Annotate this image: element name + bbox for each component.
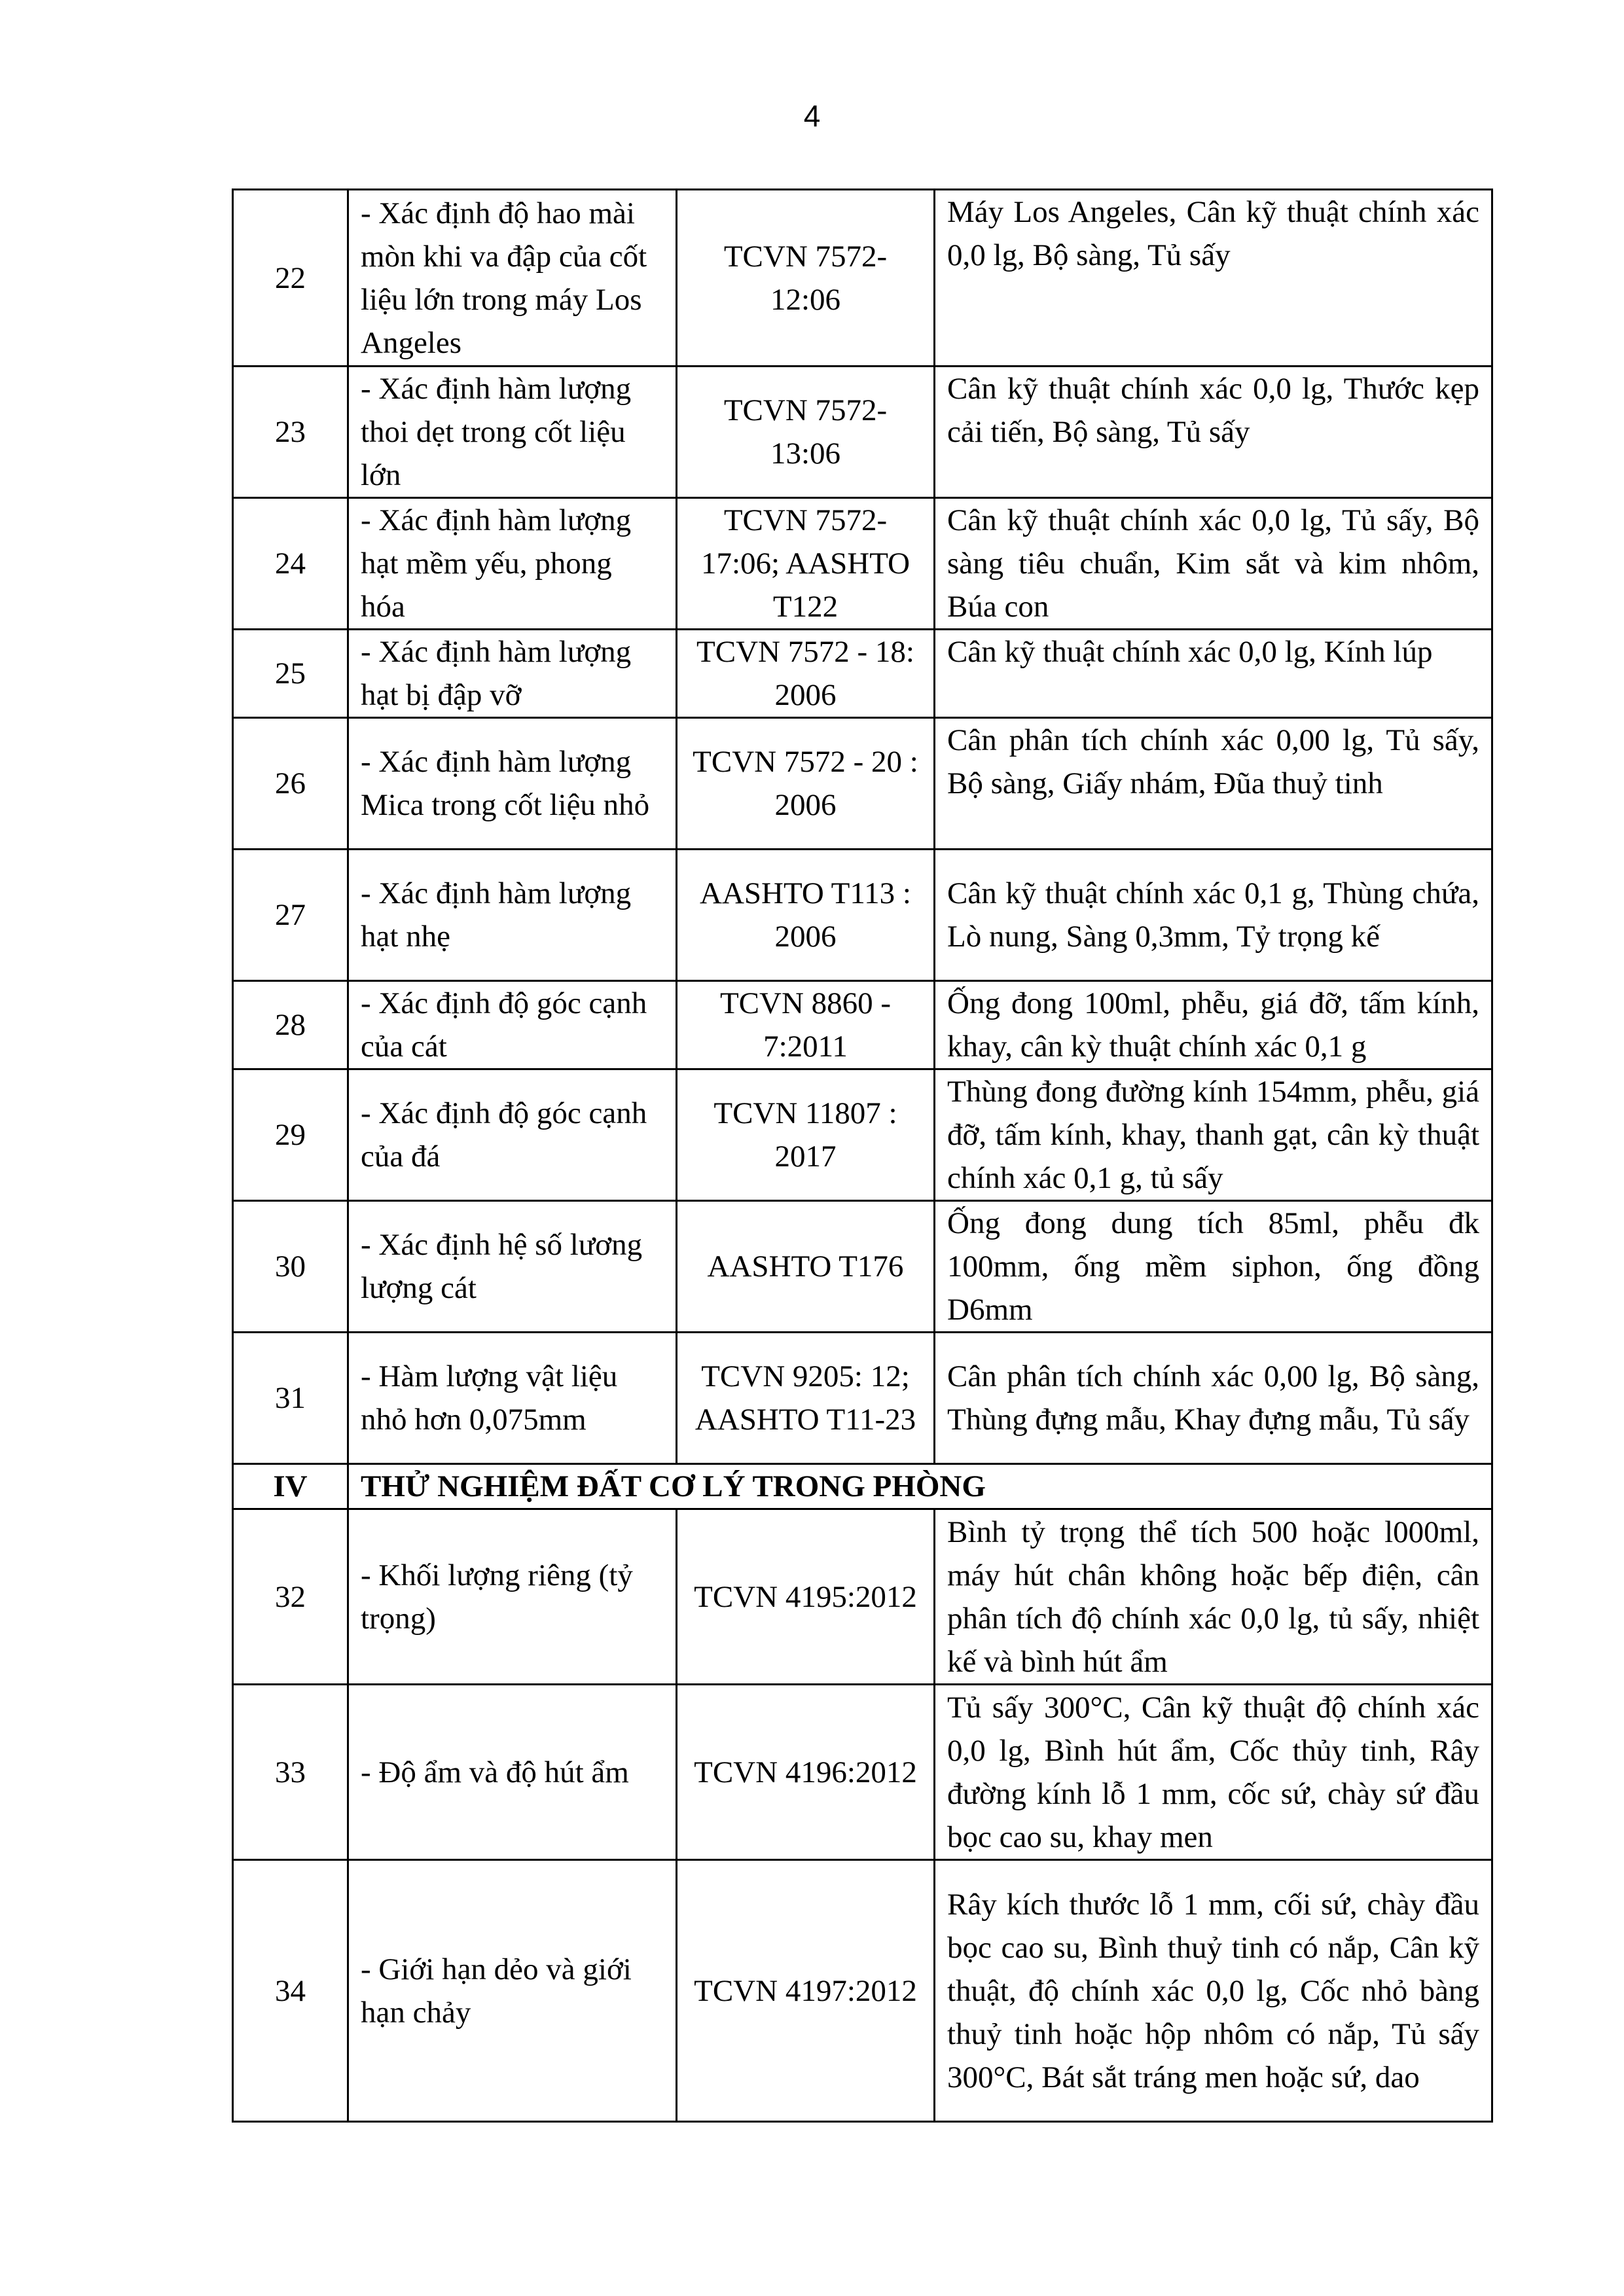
test-standard: TCVN 7572 - 20 : 2006 <box>676 717 935 850</box>
row-number: 26 <box>232 717 349 850</box>
row-number: 24 <box>232 497 349 630</box>
table-row: 27 - Xác định hàm lượng hạt nhẹ AASHTO T… <box>232 848 1493 982</box>
test-standard: TCVN 4197:2012 <box>676 1859 935 2123</box>
section-number: IV <box>232 1463 349 1510</box>
test-equipment: Máy Los Angeles, Cân kỹ thuật chính xác … <box>933 188 1493 367</box>
test-equipment: Ống đong dung tích 85ml, phễu đk 100mm, … <box>933 1200 1493 1333</box>
row-number: 22 <box>232 188 349 367</box>
table-row: 22 - Xác định độ hao mài mòn khi va đập … <box>232 188 1493 367</box>
table-row: 30 - Xác định hệ số lương lượng cát AASH… <box>232 1200 1493 1333</box>
test-equipment: Cân phân tích chính xác 0,00 lg, Bộ sàng… <box>933 1331 1493 1465</box>
test-methods-table: 22 - Xác định độ hao mài mòn khi va đập … <box>232 188 1493 2123</box>
test-equipment: Thùng đong đường kính 154mm, phễu, giá đ… <box>933 1068 1493 1202</box>
row-number: 33 <box>232 1683 349 1861</box>
test-name: - Độ ẩm và độ hút ẩm <box>347 1683 677 1861</box>
test-standard: AASHTO T113 : 2006 <box>676 848 935 982</box>
section-title: THỬ NGHIỆM ĐẤT CƠ LÝ TRONG PHÒNG <box>347 1463 1493 1510</box>
row-number: 28 <box>232 980 349 1070</box>
row-number: 32 <box>232 1508 349 1685</box>
page-number: 4 <box>803 99 821 133</box>
test-name: - Giới hạn dẻo và giới hạn chảy <box>347 1859 677 2123</box>
test-equipment: Cân kỹ thuật chính xác 0,0 lg, Tủ sấy, B… <box>933 497 1493 630</box>
test-equipment: Cân kỹ thuật chính xác 0,0 lg, Kính lúp <box>933 628 1493 719</box>
row-number: 27 <box>232 848 349 982</box>
test-standard: TCVN 7572 - 18: 2006 <box>676 628 935 719</box>
row-number: 23 <box>232 365 349 499</box>
row-number: 29 <box>232 1068 349 1202</box>
test-equipment: Rây kích thước lỗ 1 mm, cối sứ, chày đầu… <box>933 1859 1493 2123</box>
test-name: - Xác định hàm lượng hạt mềm yếu, phong … <box>347 497 677 630</box>
test-equipment: Tủ sấy 300°C, Cân kỹ thuật độ chính xác … <box>933 1683 1493 1861</box>
table-row: 23 - Xác định hàm lượng thoi dẹt trong c… <box>232 365 1493 499</box>
test-standard: TCVN 4196:2012 <box>676 1683 935 1861</box>
table-row: 28 - Xác định độ góc cạnh của cát TCVN 8… <box>232 980 1493 1070</box>
row-number: 30 <box>232 1200 349 1333</box>
test-name: - Hàm lượng vật liệu nhỏ hơn 0,075mm <box>347 1331 677 1465</box>
test-name: - Xác định độ góc cạnh của cát <box>347 980 677 1070</box>
test-standard: AASHTO T176 <box>676 1200 935 1333</box>
test-name: - Xác định hàm lượng hạt nhẹ <box>347 848 677 982</box>
table-row: 31 - Hàm lượng vật liệu nhỏ hơn 0,075mm … <box>232 1331 1493 1465</box>
table-row: 32 - Khối lượng riêng (tỷ trọng) TCVN 41… <box>232 1508 1493 1685</box>
test-name: - Khối lượng riêng (tỷ trọng) <box>347 1508 677 1685</box>
test-standard: TCVN 9205: 12; AASHTO T11-23 <box>676 1331 935 1465</box>
row-number: 34 <box>232 1859 349 2123</box>
test-name: - Xác định hàm lượng thoi dẹt trong cốt … <box>347 365 677 499</box>
test-standard: TCVN 7572-13:06 <box>676 365 935 499</box>
table-row: 25 - Xác định hàm lượng hạt bị đập vỡ TC… <box>232 628 1493 719</box>
test-equipment: Ống đong 100ml, phễu, giá đỡ, tấm kính, … <box>933 980 1493 1070</box>
test-equipment: Cân phân tích chính xác 0,00 lg, Tủ sấy,… <box>933 717 1493 850</box>
table-row: 34 - Giới hạn dẻo và giới hạn chảy TCVN … <box>232 1859 1493 2123</box>
test-equipment: Cân kỹ thuật chính xác 0,0 lg, Thước kẹp… <box>933 365 1493 499</box>
test-equipment: Bình tỷ trọng thể tích 500 hoặc l000ml, … <box>933 1508 1493 1685</box>
row-number: 25 <box>232 628 349 719</box>
test-standard: TCVN 7572-12:06 <box>676 188 935 367</box>
row-number: 31 <box>232 1331 349 1465</box>
table-row: 26 - Xác định hàm lượng Mica trong cốt l… <box>232 717 1493 850</box>
table-row: 24 - Xác định hàm lượng hạt mềm yếu, pho… <box>232 497 1493 630</box>
section-row: IV THỬ NGHIỆM ĐẤT CƠ LÝ TRONG PHÒNG <box>232 1463 1493 1510</box>
table-row: 33 - Độ ẩm và độ hút ẩm TCVN 4196:2012 T… <box>232 1683 1493 1861</box>
test-name: - Xác định độ góc cạnh của đá <box>347 1068 677 1202</box>
test-standard: TCVN 11807 : 2017 <box>676 1068 935 1202</box>
test-standard: TCVN 7572-17:06; AASHTO T122 <box>676 497 935 630</box>
test-equipment: Cân kỹ thuật chính xác 0,1 g, Thùng chứa… <box>933 848 1493 982</box>
test-name: - Xác định độ hao mài mòn khi va đập của… <box>347 188 677 367</box>
table-row: 29 - Xác định độ góc cạnh của đá TCVN 11… <box>232 1068 1493 1202</box>
test-name: - Xác định hàm lượng hạt bị đập vỡ <box>347 628 677 719</box>
test-name: - Xác định hệ số lương lượng cát <box>347 1200 677 1333</box>
test-standard: TCVN 4195:2012 <box>676 1508 935 1685</box>
test-standard: TCVN 8860 - 7:2011 <box>676 980 935 1070</box>
test-name: - Xác định hàm lượng Mica trong cốt liệu… <box>347 717 677 850</box>
